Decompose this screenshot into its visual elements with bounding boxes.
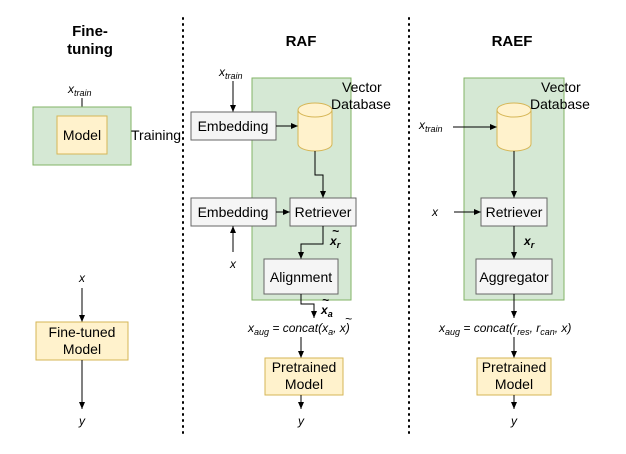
training-label: Training (131, 127, 181, 143)
model-label: Model (63, 127, 101, 143)
raf-retriever-box (289, 197, 357, 227)
raef-aggregator-label: Aggregator (479, 269, 549, 285)
raf-formula: xaug = concat(xa, x) (247, 321, 350, 337)
raf-arrow-db-to-retriever (314, 151, 326, 198)
finetuning-title-line2: tuning (67, 41, 113, 58)
raf-vector-label-line1: Vector (342, 79, 382, 95)
raef-formula: xaug = concat(rres, rcan, x) (438, 321, 571, 337)
raf-xr-label: xr (329, 234, 341, 250)
raf-arrow-retriever-to-alignment (298, 226, 324, 259)
model-box (56, 115, 108, 155)
raf-xa-tilde: ~ (322, 293, 329, 307)
raef-title: RAEF (492, 33, 533, 50)
raf-embedding-label-bottom: Embedding (198, 204, 269, 220)
raf-y-label: y (297, 414, 305, 428)
raef-aggregator-box (475, 258, 553, 295)
raf-retriever-label: Retriever (295, 204, 352, 220)
raef-pretrained-label-line2: Model (495, 376, 533, 392)
raf-title: RAF (286, 33, 317, 50)
raf-embedding-label-top: Embedding (198, 118, 269, 134)
raf-alignment-box (263, 258, 339, 295)
raef-pretrained-label-line1: Pretrained (482, 359, 547, 375)
raf-pretrained-label-line1: Pretrained (272, 359, 337, 375)
finetuning-title-line1: Fine- (72, 23, 108, 40)
raf-embedding-box-top (190, 111, 277, 141)
raef-section: Vector Database xtrain x Retriever xr Ag… (418, 77, 590, 428)
raef-xtrain-label: xtrain (418, 118, 443, 134)
raf-pretrained-label-line2: Model (285, 376, 323, 392)
raef-y-label: y (510, 414, 518, 428)
raf-xtrain-label: xtrain (218, 65, 243, 81)
raef-vector-label-line1: Vector (541, 79, 581, 95)
raf-formula-tilde: ~ (345, 312, 352, 326)
finetuning-y-label: y (78, 414, 86, 428)
raef-xr-label: xr (523, 234, 535, 250)
raf-x-label: x (229, 257, 237, 271)
finetuned-label-line1: Fine-tuned (49, 324, 116, 340)
raf-pretrained-box (264, 357, 344, 396)
raf-database-icon (297, 102, 333, 152)
raf-xr-tilde: ~ (332, 224, 339, 238)
raef-retriever-box (480, 197, 548, 227)
finetuning-x-label: x (78, 271, 86, 285)
finetuned-model-box (35, 321, 129, 361)
raf-vector-label-line2: Database (331, 96, 391, 112)
raf-arrow-alignment-to-formula (300, 294, 317, 318)
raf-alignment-label: Alignment (270, 269, 332, 285)
raef-x-label: x (431, 205, 439, 219)
raef-vector-label-line2: Database (530, 96, 590, 112)
raef-retriever-label: Retriever (486, 204, 543, 220)
raf-section: Vector Database xtrain Embedding Embeddi… (190, 65, 391, 428)
raef-pretrained-box (476, 357, 552, 396)
finetuning-xtrain-label: xtrain (67, 82, 92, 98)
raef-database-icon (496, 102, 532, 152)
finetuned-label-line2: Model (63, 341, 101, 357)
raf-xa-label: xa (320, 303, 333, 319)
finetuning-section: xtrain Model Training x Fine-tuned Model… (32, 82, 181, 428)
